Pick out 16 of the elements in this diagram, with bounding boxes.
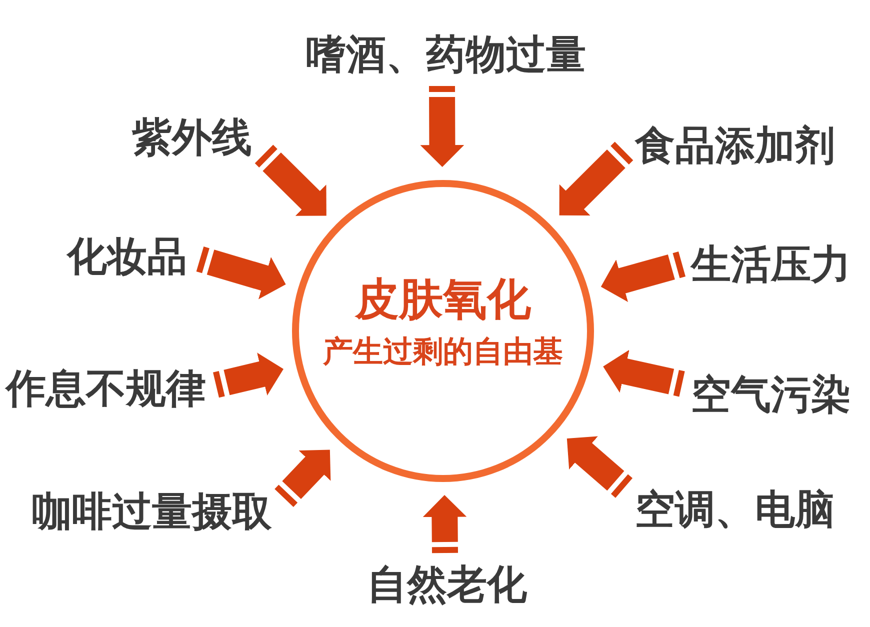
text-label: 食品添加剂 bbox=[635, 123, 835, 169]
heading-text: 皮肤氧化 bbox=[355, 276, 531, 324]
circle bbox=[292, 180, 594, 482]
arrow bbox=[420, 86, 464, 168]
text-label: 咖啡过量摄取 bbox=[32, 489, 272, 535]
text-label: 嗜酒、药物过量 bbox=[306, 32, 586, 78]
text-label: 紫外线 bbox=[132, 115, 252, 161]
text-label: 作息不规律 bbox=[6, 366, 206, 412]
arrow bbox=[213, 352, 286, 398]
text-label: 空气污染 bbox=[691, 372, 851, 418]
arrow bbox=[422, 494, 467, 554]
text-label: 生活压力 bbox=[691, 242, 851, 288]
text-label: 空调、电脑 bbox=[635, 487, 835, 533]
subheading-text: 产生过剩的自由基 bbox=[323, 336, 563, 368]
text-label: 化妆品 bbox=[67, 234, 187, 280]
text-label: 自然老化 bbox=[367, 562, 527, 608]
